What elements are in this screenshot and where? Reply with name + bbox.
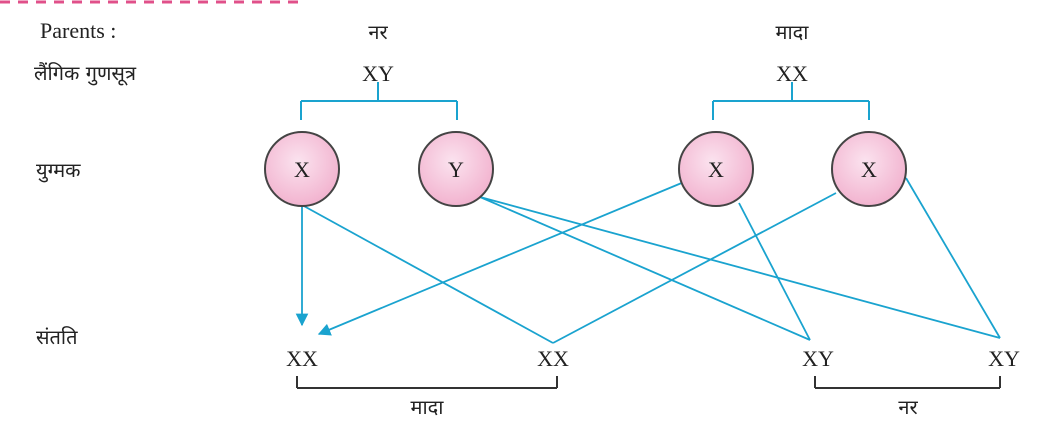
offspring-4: XY xyxy=(988,346,1020,371)
line-male-y-to-offspring-4 xyxy=(479,196,1001,339)
row-label-gametes: युग्मक xyxy=(36,158,81,182)
offspring-3: XY xyxy=(802,346,834,371)
cross-lines xyxy=(295,177,1001,344)
line-male-y-to-offspring-3 xyxy=(479,196,811,341)
gamete-male-y-label: Y xyxy=(448,157,464,182)
gamete-male-y: Y xyxy=(418,131,494,207)
female-parent-label: मादा xyxy=(775,20,809,44)
offspring-2: XX xyxy=(537,346,569,371)
gamete-male-x-label: X xyxy=(294,157,310,182)
female-gamete-bracket xyxy=(712,82,870,120)
row-label-offspring: संतति xyxy=(36,325,78,349)
male-gamete-bracket xyxy=(300,82,458,120)
line-female-x1-to-offspring-1 xyxy=(317,181,685,336)
female-offspring-bracket xyxy=(296,376,558,389)
male-parent-label: नर xyxy=(368,20,388,44)
gamete-male-x: X xyxy=(264,131,340,207)
line-female-x2-to-offspring-4 xyxy=(905,177,1001,339)
gamete-female-x-1-label: X xyxy=(708,157,724,182)
row-label-sex-chromosomes: लैंगिक गुणसूत्र xyxy=(34,61,136,85)
offspring-1: XX xyxy=(286,346,318,371)
male-offspring-bracket xyxy=(814,376,1001,389)
male-offspring-label: नर xyxy=(898,395,918,419)
gamete-female-x-2: X xyxy=(831,131,907,207)
female-chromosomes: XX xyxy=(776,61,808,86)
male-chromosomes: XY xyxy=(362,61,394,86)
gamete-female-x-1: X xyxy=(678,131,754,207)
female-offspring-label: मादा xyxy=(410,395,444,419)
row-label-parents: Parents : xyxy=(40,18,117,43)
line-female-x1-to-offspring-3 xyxy=(738,202,811,341)
line-male-x-to-offspring-2 xyxy=(301,204,554,344)
line-female-x2-to-offspring-2 xyxy=(552,192,837,344)
gamete-female-x-2-label: X xyxy=(861,157,877,182)
